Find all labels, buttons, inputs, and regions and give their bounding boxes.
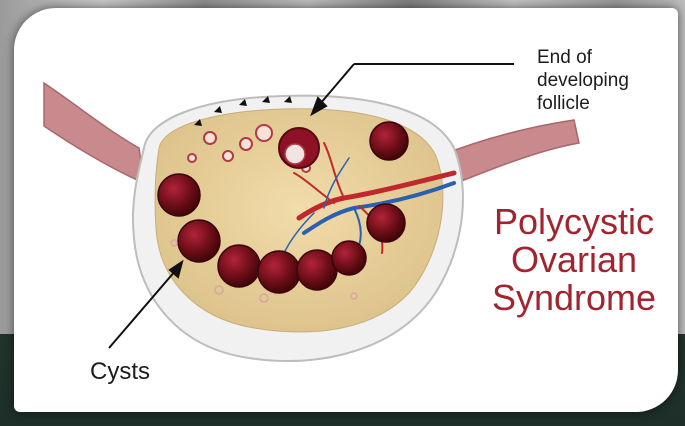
image-card: End of developing follicle Polycystic Ov… xyxy=(14,8,678,412)
developing-follicle xyxy=(279,128,319,168)
left-ligament xyxy=(44,83,144,183)
diagram-title: Polycystic Ovarian Syndrome xyxy=(474,203,674,317)
end-of-follicle-label: End of developing follicle xyxy=(537,46,629,115)
cysts-label: Cysts xyxy=(90,358,150,386)
